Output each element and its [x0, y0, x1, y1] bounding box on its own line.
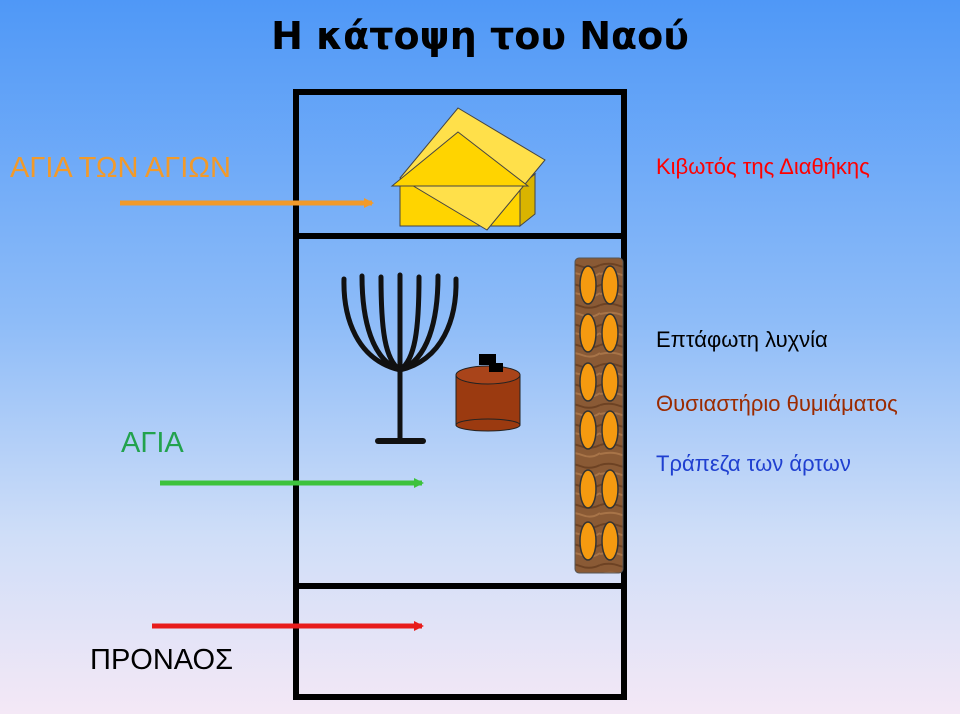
holy-of-holies-label: ΑΓΙΑ ΤΩΝ ΑΓΙΩΝ	[10, 152, 231, 184]
holy-place-label: ΑΓΙΑ	[121, 427, 184, 459]
porch-label: ΠΡΟΝΑΟΣ	[90, 644, 234, 676]
page-title: Η κάτοψη του Ναού	[271, 14, 689, 58]
temple-outline	[293, 89, 627, 700]
ark-label: Κιβωτός της Διαθήκης	[656, 154, 870, 179]
incense-altar-icon	[455, 354, 521, 432]
bread-table-label: Τράπεζα των άρτων	[656, 451, 851, 476]
incense-altar-label: Θυσιαστήριο θυμιάματος	[656, 391, 898, 416]
lampstand-label: Επτάφωτη λυχνία	[656, 327, 828, 352]
menorah-icon	[341, 272, 459, 444]
table-of-showbread-icon	[574, 257, 624, 574]
ark-of-covenant-icon	[390, 107, 546, 231]
